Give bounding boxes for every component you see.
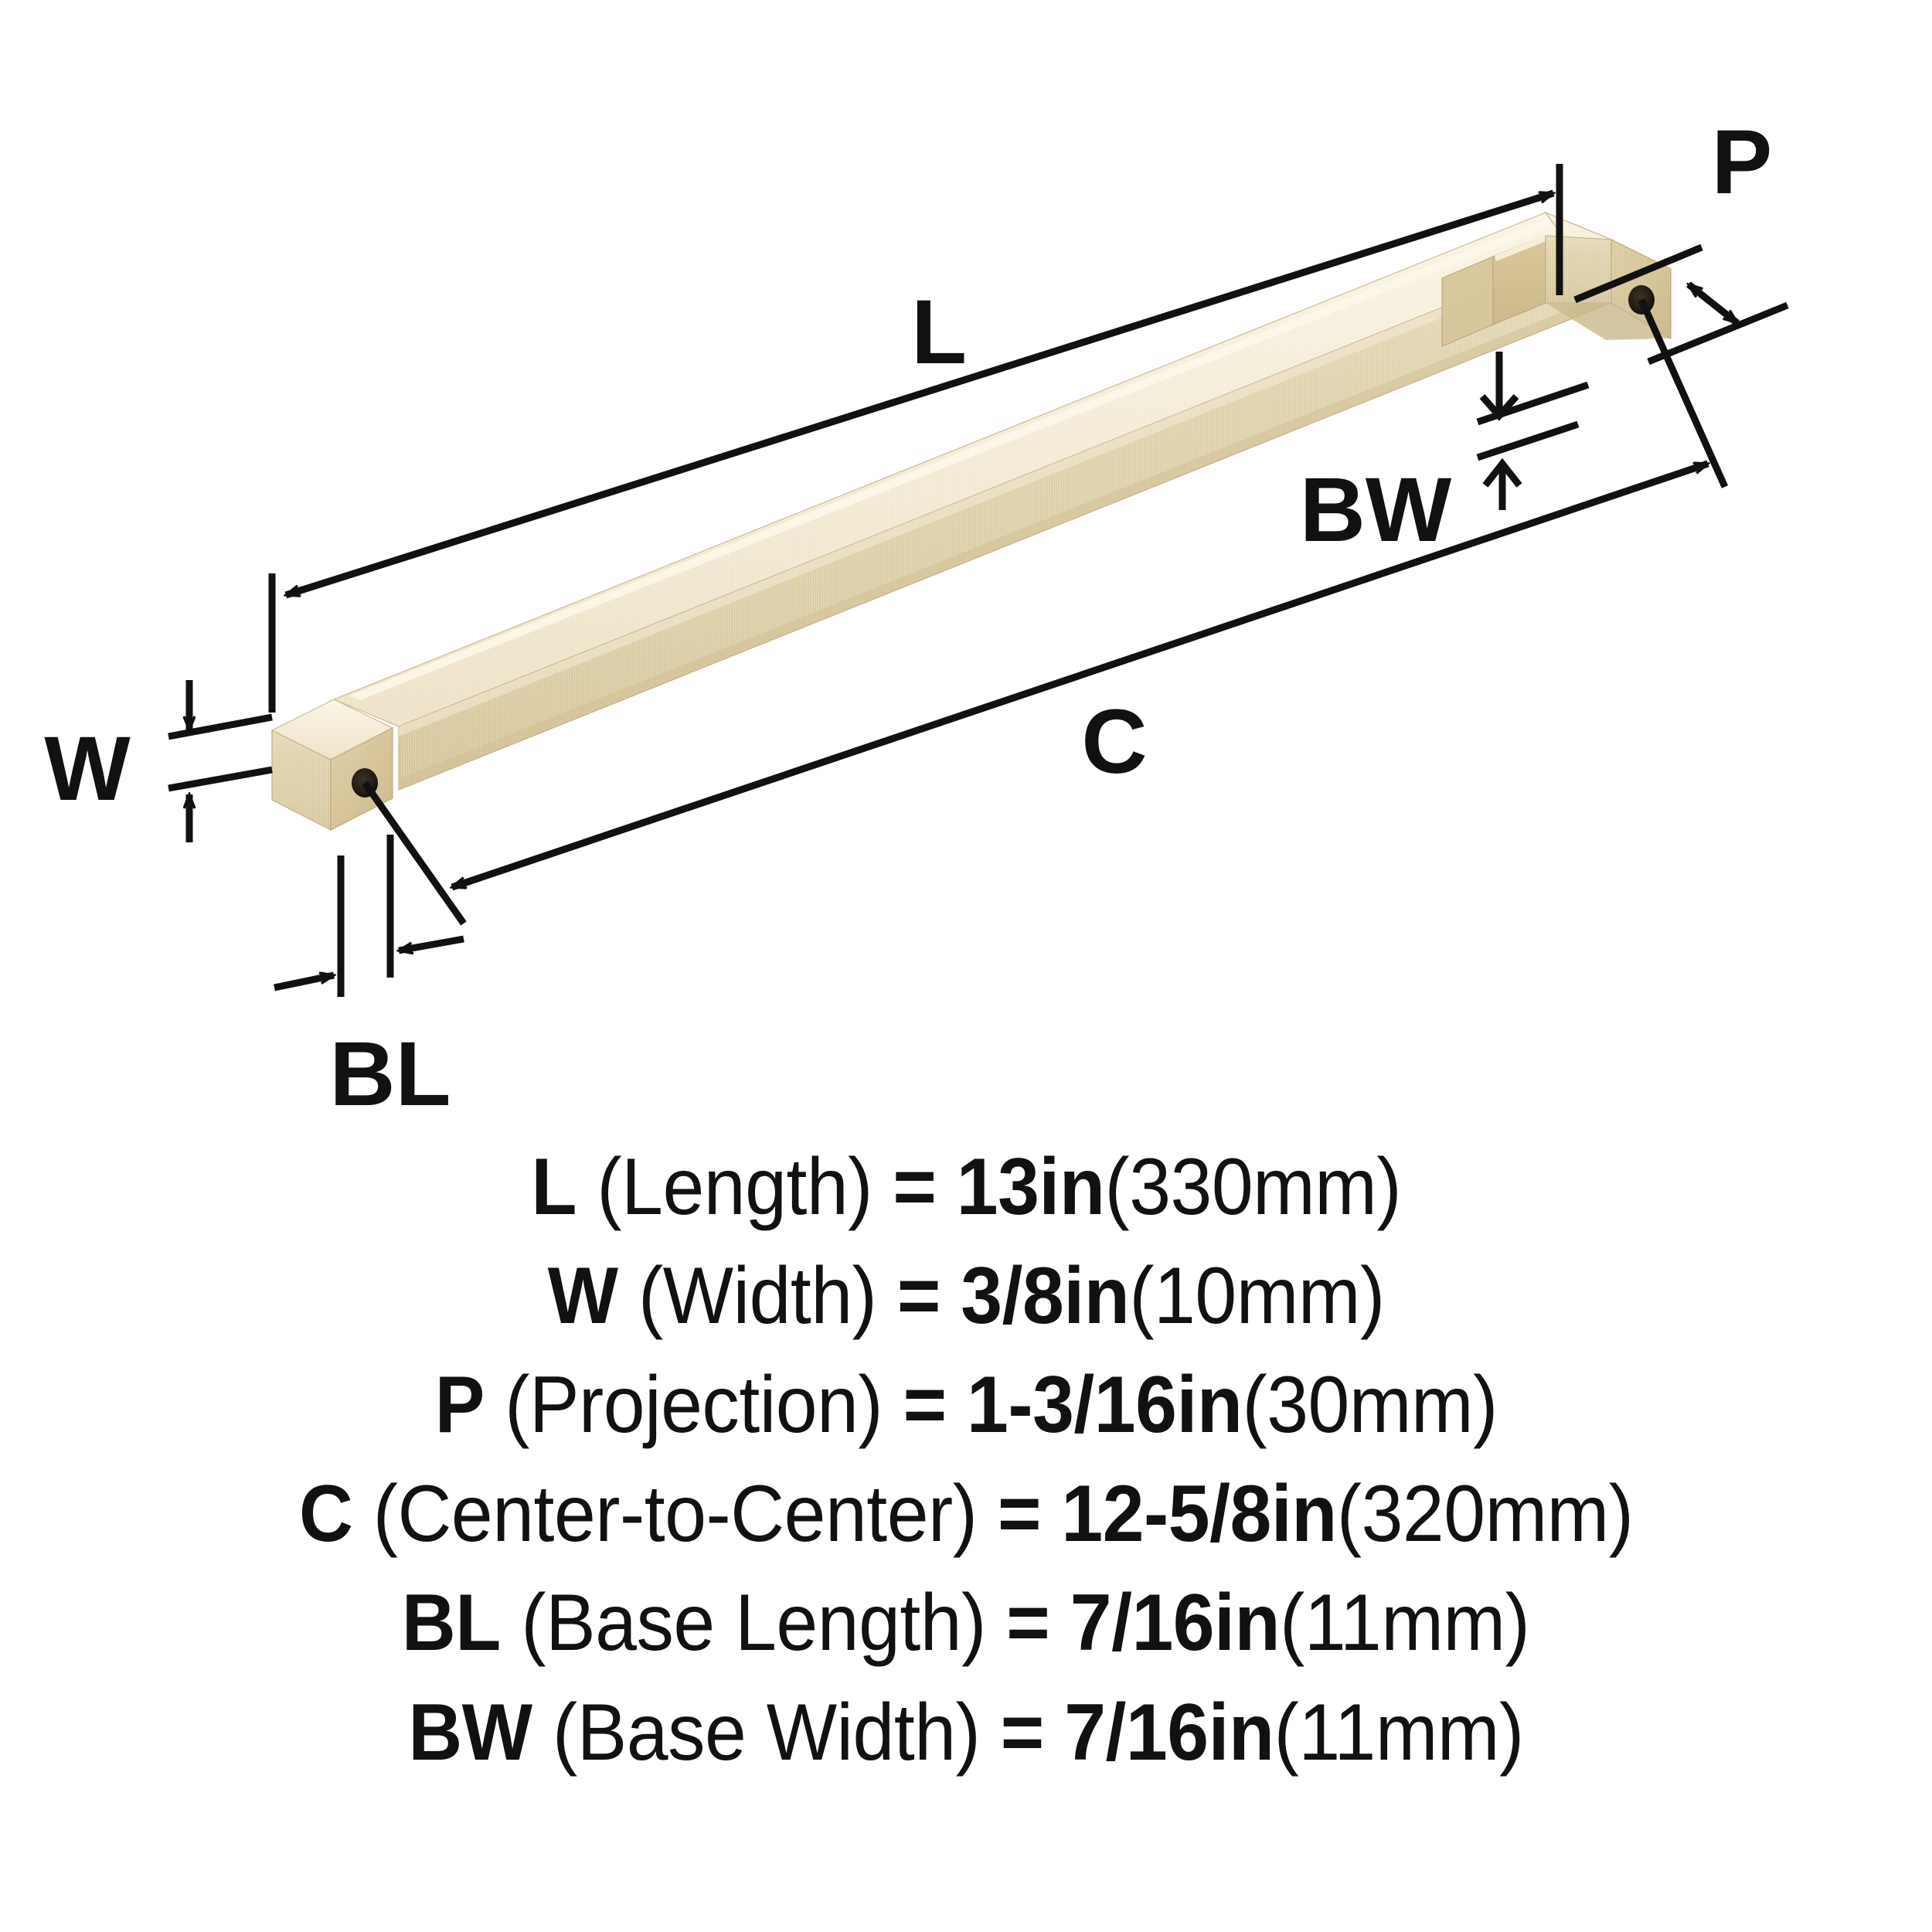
- label-base-width: BW: [1300, 459, 1452, 561]
- spec-value: 7/16in: [1064, 1687, 1274, 1777]
- spec-key: P: [434, 1360, 485, 1451]
- spec-row: BW (Base Width) = 7/16in(11mm): [408, 1682, 1525, 1784]
- label-center-to-center: C: [1081, 691, 1147, 793]
- label-length: L: [911, 281, 967, 383]
- spec-name: (Length): [597, 1142, 872, 1232]
- spec-value: 1-3/16in: [966, 1360, 1243, 1451]
- product-dimension-diagram: L W P C BL BW: [44, 111, 1789, 1121]
- spec-metric: (11mm): [1274, 1687, 1525, 1777]
- spec-equals: =: [1006, 1578, 1050, 1668]
- spec-row: C (Center-to-Center) = 12-5/8in(320mm): [299, 1463, 1634, 1566]
- spec-metric: (330mm): [1104, 1142, 1401, 1232]
- dimension-center-to-center: [362, 298, 1729, 926]
- spec-equals: =: [1000, 1687, 1044, 1777]
- spec-metric: (30mm): [1242, 1360, 1498, 1451]
- spec-row: W (Width) = 3/8in(10mm): [548, 1245, 1385, 1348]
- label-base-length: BL: [329, 1023, 451, 1121]
- spec-metric: (10mm): [1129, 1251, 1385, 1342]
- spec-name: (Center-to-Center): [372, 1469, 978, 1560]
- label-width: W: [44, 718, 131, 820]
- spec-equals: =: [893, 1142, 937, 1232]
- spec-key: L: [531, 1142, 577, 1232]
- spec-row: P (Projection) = 1-3/16in(30mm): [434, 1354, 1498, 1457]
- spec-value: 12-5/8in: [1061, 1469, 1337, 1560]
- spec-metric: (11mm): [1280, 1578, 1531, 1668]
- spec-name: (Base Width): [552, 1687, 981, 1777]
- spec-value: 3/8in: [961, 1251, 1130, 1342]
- spec-name: (Base Length): [521, 1578, 987, 1668]
- spec-equals: =: [997, 1469, 1041, 1560]
- dimension-base-width: [1476, 352, 1590, 510]
- dimension-base-length: [274, 835, 464, 997]
- spec-key: W: [547, 1251, 618, 1342]
- label-projection: P: [1712, 111, 1773, 213]
- dimension-width: [168, 680, 273, 842]
- spec-value: 7/16in: [1070, 1578, 1281, 1668]
- specification-list: L (Length) = 13in(330mm) W (Width) = 3/8…: [0, 1136, 1932, 1784]
- dimension-length: [268, 164, 1563, 713]
- spec-metric: (320mm): [1336, 1469, 1634, 1560]
- spec-key: BL: [402, 1578, 502, 1668]
- spec-equals: =: [903, 1360, 947, 1451]
- cabinet-pull-render: [270, 211, 1672, 831]
- spec-row: L (Length) = 13in(330mm): [531, 1136, 1401, 1239]
- spec-value: 13in: [956, 1142, 1105, 1232]
- spec-name: (Width): [638, 1251, 877, 1342]
- spec-row: BL (Base Length) = 7/16in(11mm): [402, 1572, 1531, 1675]
- pull-bar: [332, 212, 1613, 791]
- dimension-projection: [1573, 243, 1789, 366]
- spec-key: BW: [408, 1687, 532, 1777]
- spec-name: (Projection): [504, 1360, 883, 1451]
- spec-equals: =: [896, 1251, 940, 1342]
- spec-key: C: [298, 1469, 353, 1560]
